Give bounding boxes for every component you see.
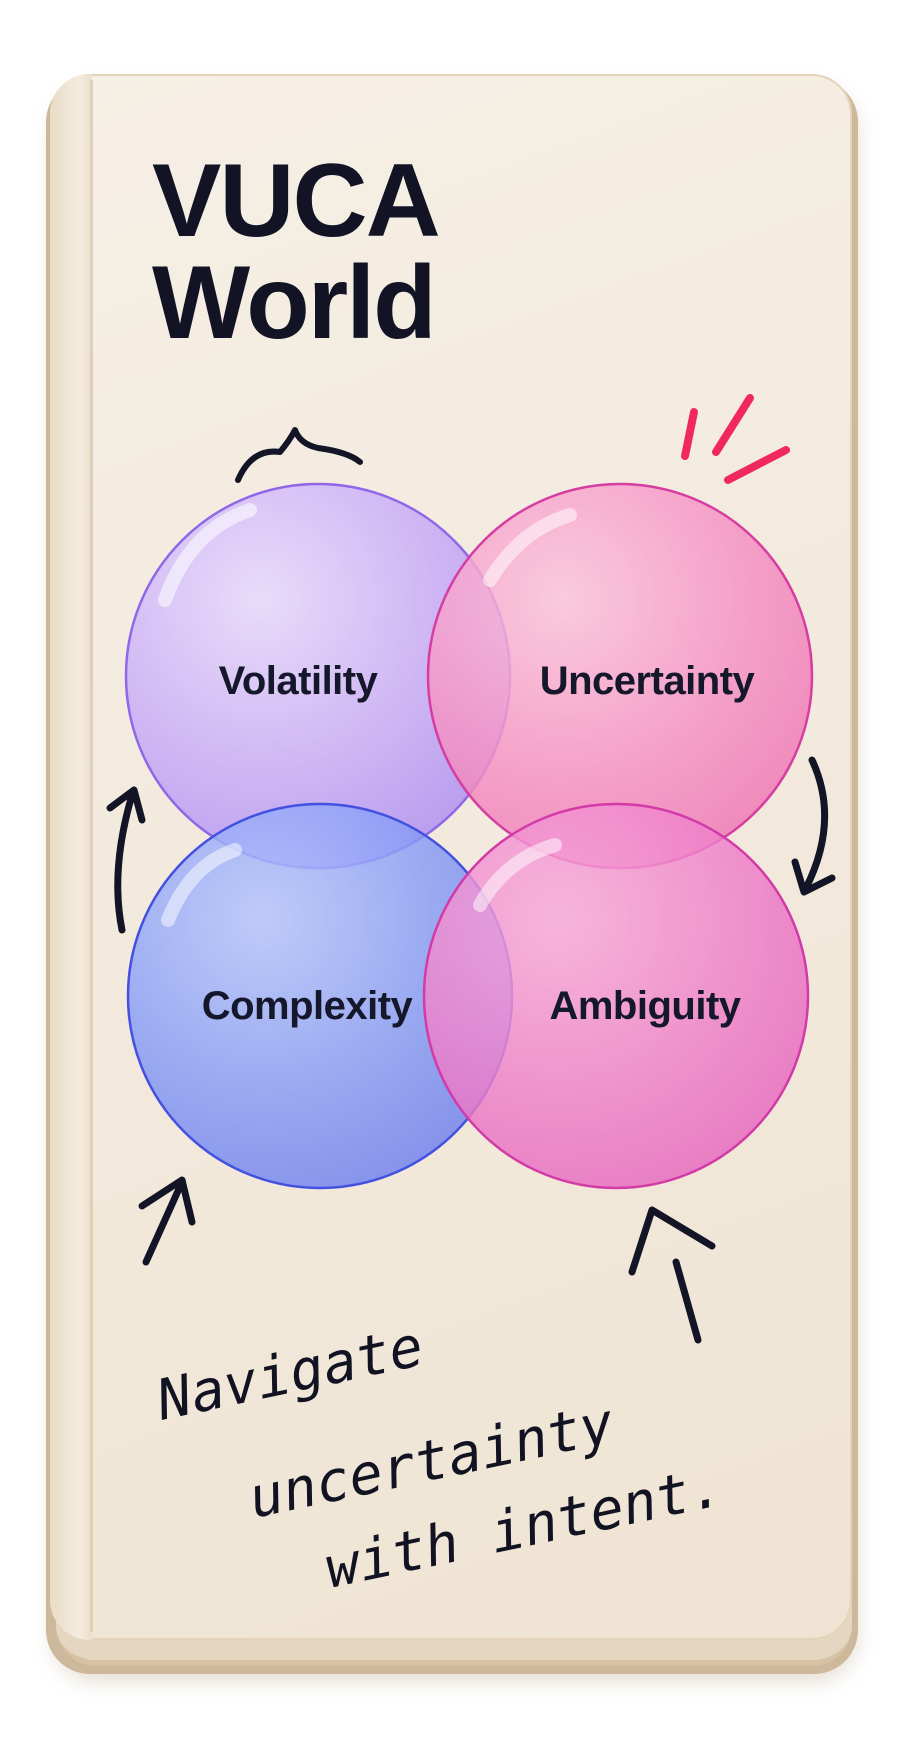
complexity-label: Complexity (202, 984, 414, 1028)
arrow-icon-right (791, 756, 836, 896)
squiggle-mark (235, 427, 363, 483)
title-line-2: World (152, 245, 437, 361)
ambiguity-label: Ambiguity (549, 984, 741, 1028)
arrow-icon-bottom-left (138, 1176, 196, 1266)
volatility-label: Volatility (219, 659, 379, 703)
uncertainty-highlight (483, 508, 577, 587)
title-line-1: VUCA (152, 143, 441, 259)
ambiguity-circle (422, 802, 810, 1190)
arrow-icon-left (106, 786, 146, 934)
tagline-line-1: Navigate (150, 1314, 428, 1434)
volatility-highlight (158, 503, 257, 607)
arrow-icon-bottom-right (628, 1206, 716, 1344)
book-spine (50, 74, 92, 1640)
uncertainty-label: Uncertainty (540, 659, 756, 703)
spine-crease (90, 80, 93, 1632)
book-title: VUCA World (152, 143, 441, 361)
complexity-highlight (161, 843, 242, 927)
emphasis-marks (681, 394, 790, 484)
ambiguity-highlight (473, 838, 562, 912)
